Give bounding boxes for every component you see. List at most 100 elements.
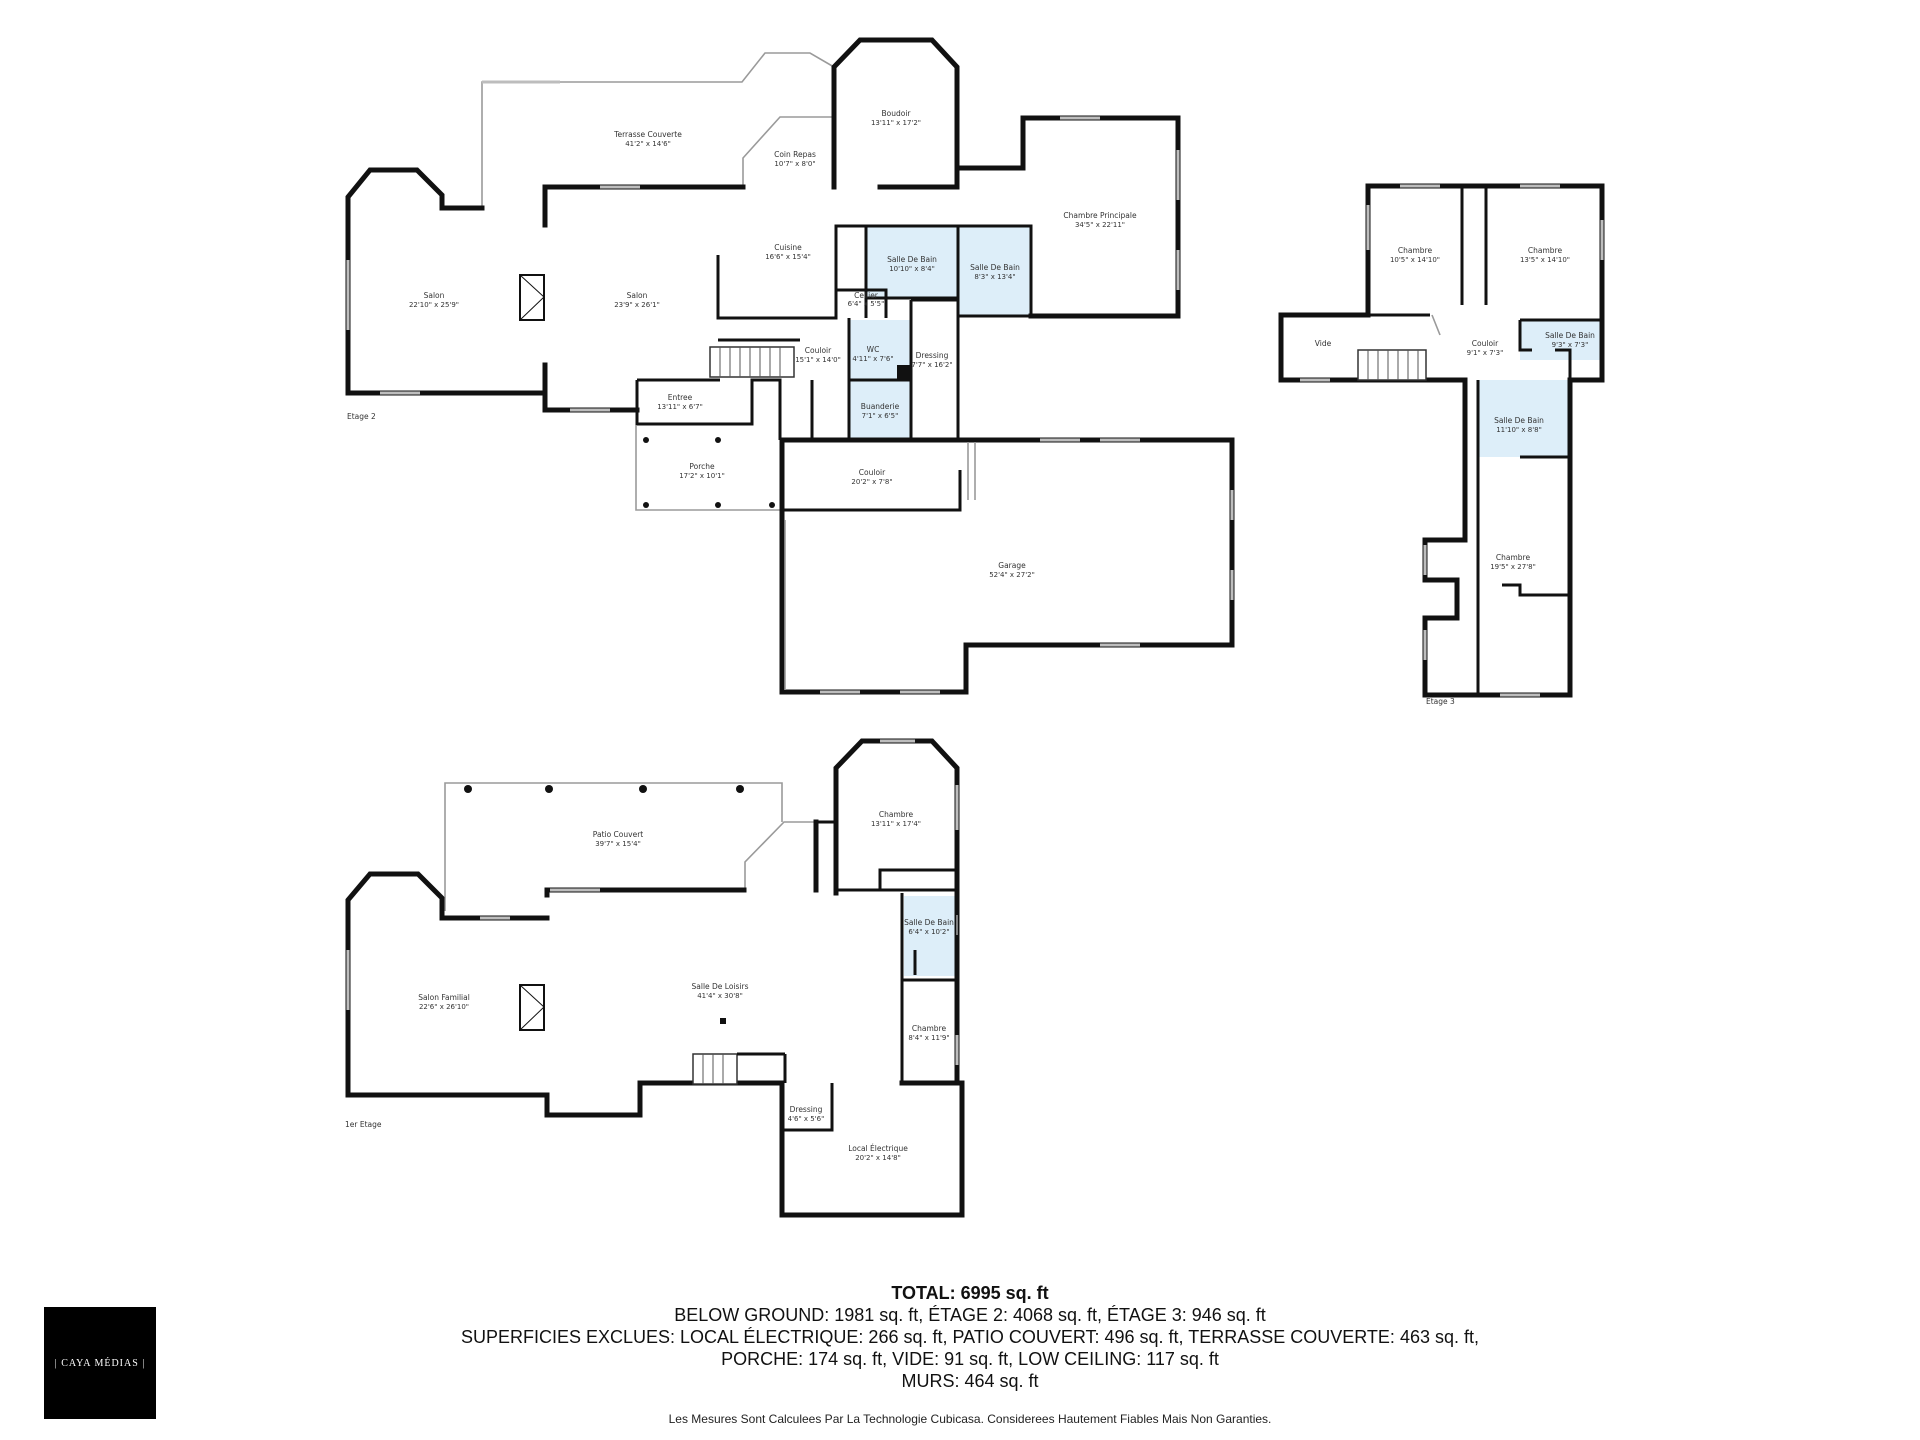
room-name: Local Électrique: [848, 1144, 908, 1153]
room-dim: 39'7" x 15'4": [595, 840, 641, 848]
porch-post: [769, 502, 775, 508]
room-dim: 8'4" x 11'9": [908, 1034, 949, 1042]
room-dim: 41'4" x 30'8": [697, 992, 743, 1000]
wall-salon-left: [345, 167, 548, 396]
disclaimer: Les Mesures Sont Calculees Par La Techno…: [668, 1412, 1272, 1426]
room-name: Chambre Principale: [1063, 211, 1137, 220]
room-dim: 8'3" x 13'4": [974, 273, 1015, 281]
room-name: Porche: [689, 462, 715, 471]
room-name: Salle De Bain: [904, 918, 954, 927]
room-dim: 4'6" x 5'6": [788, 1115, 825, 1123]
room-dim: 23'9" x 26'1": [614, 301, 660, 309]
wall-main: [542, 184, 746, 228]
floor-label: 1er Etage: [345, 1120, 382, 1129]
wall-couloir: [780, 380, 814, 442]
room-name: Dressing: [790, 1105, 823, 1114]
room-dim: 6'4" x 5'5": [848, 300, 885, 308]
column: [720, 1018, 726, 1024]
room-name: Terrasse Couverte: [613, 130, 682, 139]
porch-post: [715, 437, 721, 443]
room-name: Buanderie: [861, 402, 900, 411]
room-dim: 34'5" x 22'11": [1075, 221, 1125, 229]
room-name: Patio Couvert: [593, 830, 643, 839]
room-dim: 16'6" x 15'4": [765, 253, 811, 261]
room-name: Salle De Bain: [1545, 331, 1595, 340]
porch-post: [643, 502, 649, 508]
floor-etage1: 1er Etage: [345, 738, 965, 1218]
floor-label: Etage 2: [347, 412, 376, 421]
summary-line: PORCHE: 174 sq. ft, VIDE: 91 sq. ft, LOW…: [721, 1349, 1219, 1369]
floor-etage3: Etage 3: [1278, 183, 1605, 706]
bathroom-fill: [866, 226, 958, 298]
bathroom-fill: [904, 896, 959, 976]
buanderie-fill: [849, 380, 911, 439]
room-name: Salon Familial: [418, 993, 470, 1002]
room-dim: 10'7" x 8'0": [774, 160, 815, 168]
stairs: [692, 1053, 738, 1085]
wall-kitchen: [716, 224, 1033, 320]
column: [897, 365, 910, 379]
room-name: Coin Repas: [774, 150, 816, 159]
room-name: Salle De Bain: [887, 255, 937, 264]
total-area: TOTAL: 6995 sq. ft: [891, 1283, 1049, 1303]
room-dim: 4'11" x 7'6": [852, 355, 893, 363]
wall-cellier: [836, 288, 888, 318]
room-dim: 9'3" x 7'3": [1552, 341, 1589, 349]
room-name: WC: [867, 345, 880, 354]
floor-label: Etage 3: [1426, 697, 1455, 706]
room-name: Salon: [424, 291, 445, 300]
bathroom-fill: [1520, 320, 1601, 360]
room-dim: 9'1" x 7'3": [1467, 349, 1504, 357]
wall-salon-familial: [345, 871, 550, 1098]
room-dim: 13'5" x 14'10": [1520, 256, 1570, 264]
room-name: Chambre: [1398, 246, 1433, 255]
patio-post: [545, 785, 553, 793]
wall-interior: [836, 868, 957, 892]
room-name: Couloir: [859, 468, 886, 477]
terrasse-outline: [742, 116, 834, 186]
room-dim: 13'11" x 6'7": [657, 403, 703, 411]
room-name: Entree: [668, 393, 693, 402]
room-dim: 20'2" x 14'8": [855, 1154, 901, 1162]
stairs: [709, 346, 795, 378]
summary-line: MURS: 464 sq. ft: [901, 1371, 1039, 1391]
room-dim: 22'10" x 25'9": [409, 301, 459, 309]
room-name: Cellier: [854, 291, 879, 300]
void-rail: [1431, 314, 1441, 336]
labels-etage3: Chambre 10'5" x 14'10" Chambre 13'5" x 1…: [1315, 246, 1595, 571]
room-name: Chambre: [912, 1024, 947, 1033]
room-name: Chambre: [1496, 553, 1531, 562]
room-name: Salle De Bain: [1494, 416, 1544, 425]
summary-line: BELOW GROUND: 1981 sq. ft, ÉTAGE 2: 4068…: [674, 1305, 1266, 1325]
wall-dressing: [780, 1083, 834, 1132]
room-dim: 10'5" x 14'10": [1390, 256, 1440, 264]
room-dim: 41'2" x 14'6": [625, 140, 671, 148]
wall-interior: [1518, 320, 1532, 352]
wall-garage: [779, 437, 1235, 695]
wall-interior: [1555, 348, 1572, 380]
room-dim: 52'4" x 27'2": [989, 571, 1035, 579]
room-dim: 17'2" x 10'1": [679, 472, 725, 480]
room-dim: 15'1" x 14'0": [795, 356, 841, 364]
room-dim: 11'10" x 8'8": [1496, 426, 1542, 434]
fireplace: [519, 984, 545, 1031]
room-dim: 22'6" x 26'10": [419, 1003, 469, 1011]
room-dim: 7'7" x 16'2": [911, 361, 952, 369]
wall-entree: [635, 378, 782, 440]
patio-outline: [744, 821, 816, 890]
patio-post: [464, 785, 472, 793]
wall-etage3: [1278, 312, 1468, 698]
room-dim: 10'10" x 8'4": [889, 265, 935, 273]
room-name: Garage: [998, 561, 1026, 570]
porch-post: [643, 437, 649, 443]
room-dim: 13'11" x 17'2": [871, 119, 921, 127]
porch-post: [715, 502, 721, 508]
room-name: Boudoir: [881, 109, 911, 118]
wall-interior: [1502, 583, 1570, 597]
stairs: [1357, 349, 1427, 381]
patio-post: [736, 785, 744, 793]
wall-loisirs: [544, 887, 747, 898]
bathroom-fill: [1478, 380, 1570, 457]
room-name: Couloir: [1472, 339, 1499, 348]
room-dim: 13'11" x 17'4": [871, 820, 921, 828]
